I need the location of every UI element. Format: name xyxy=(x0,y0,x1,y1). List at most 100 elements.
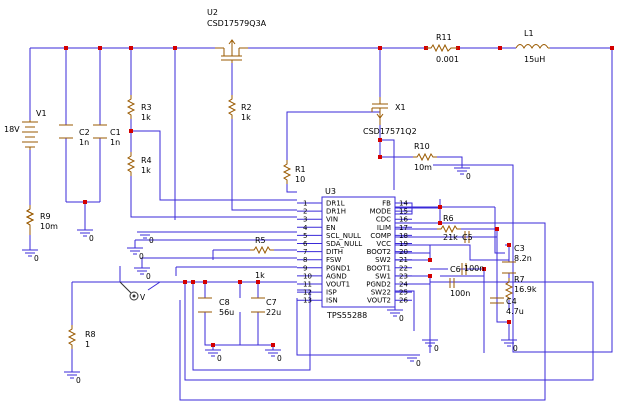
c3-capacitor[interactable] xyxy=(502,261,516,274)
chip-pin-number: 20 xyxy=(399,248,408,256)
l1-ref: L1 xyxy=(524,29,534,38)
chip-pin-name: SDA_NULL xyxy=(326,240,362,248)
r5-resistor[interactable] xyxy=(250,245,274,255)
c8-capacitor[interactable] xyxy=(198,297,212,313)
r11-resistor[interactable] xyxy=(426,43,458,53)
r11-ref: R11 xyxy=(436,33,452,42)
wires xyxy=(29,47,613,401)
chip-pin-name: FB xyxy=(382,200,391,208)
r10-ref: R10 xyxy=(414,142,430,151)
chip-pin-name: COMP xyxy=(370,232,391,240)
c2-ref: C2 xyxy=(79,128,90,137)
chip-pin-number: 18 xyxy=(399,232,408,240)
chip-pin-number: 11 xyxy=(303,281,312,289)
chip-pin-number: 5 xyxy=(303,232,307,240)
r6-ref: R6 xyxy=(443,214,454,223)
svg-text:0: 0 xyxy=(149,236,154,245)
chip-pin-name: BOOT2 xyxy=(367,248,391,256)
u3-chip[interactable] xyxy=(321,196,396,308)
c6-capacitor[interactable] xyxy=(449,278,455,288)
svg-text:0: 0 xyxy=(399,314,404,323)
r5-ref: R5 xyxy=(255,236,266,245)
r2-resistor[interactable] xyxy=(227,95,237,119)
v1-value: 18V xyxy=(4,125,20,134)
r3-resistor[interactable] xyxy=(126,95,136,119)
r8-resistor[interactable] xyxy=(67,325,77,349)
svg-text:0: 0 xyxy=(89,234,94,243)
u2-value: CSD17579Q3A xyxy=(207,19,267,28)
r9-ref: R9 xyxy=(40,212,51,221)
chip-pin-boot2: 20 BOOT2 xyxy=(367,248,412,256)
svg-text:0: 0 xyxy=(513,344,518,353)
c4-capacitor[interactable] xyxy=(490,297,504,304)
boot-capacitor[interactable] xyxy=(461,263,467,275)
chip-pin-number: 24 xyxy=(399,281,408,289)
svg-text:0: 0 xyxy=(139,252,144,261)
chip-pin-number: 9 xyxy=(303,264,307,272)
c7-capacitor[interactable] xyxy=(251,297,265,313)
r10-value: 10m xyxy=(414,163,432,172)
chip-pin-number: 7 xyxy=(303,248,307,256)
chip-pin-name: VOUT1 xyxy=(326,281,350,289)
chip-pin-number: 21 xyxy=(399,256,408,264)
svg-text:0: 0 xyxy=(217,354,222,363)
svg-text:0: 0 xyxy=(76,376,81,385)
u3-ref: U3 xyxy=(325,187,336,196)
u2-ref: U2 xyxy=(207,8,218,17)
r4-resistor[interactable] xyxy=(126,152,136,176)
u2-mosfet[interactable] xyxy=(215,39,248,63)
chip-pin-name: SW2 xyxy=(375,256,391,264)
chip-pin-number: 17 xyxy=(399,224,408,232)
r1-value: 10 xyxy=(295,175,305,184)
l1-inductor[interactable] xyxy=(515,44,550,50)
r7-resistor[interactable] xyxy=(504,278,514,300)
r1-resistor[interactable] xyxy=(282,160,292,184)
chip-pin-name: ISN xyxy=(326,297,338,305)
c2-value: 1n xyxy=(79,138,89,147)
chip-pin-name: DITH xyxy=(326,248,343,256)
x1-mosfet[interactable] xyxy=(371,97,388,125)
chip-pin-name: SW22 xyxy=(371,289,391,297)
chip-pin-number: 2 xyxy=(303,208,307,216)
chip-pin-name: EN xyxy=(326,224,336,232)
c5-capacitor[interactable] xyxy=(464,231,470,243)
voltage-probe-icon[interactable] xyxy=(119,281,139,301)
c2-capacitor[interactable] xyxy=(59,124,73,139)
r9-value: 10m xyxy=(40,222,58,231)
chip-right-pins: 14FB15MODE16CDC17ILIM18COMP19VCC20BOOT22… xyxy=(366,200,412,305)
svg-text:0: 0 xyxy=(416,359,421,368)
r6-resistor[interactable] xyxy=(437,224,461,234)
chip-pin-number: 15 xyxy=(399,208,408,216)
c7-ref: C7 xyxy=(266,298,277,307)
c5-ref: C5 xyxy=(462,233,473,242)
v1-source[interactable] xyxy=(22,120,38,150)
boot-capacitor-value: 100n xyxy=(464,264,484,273)
chip-pin-name: SW1 xyxy=(375,272,391,280)
svg-text:0: 0 xyxy=(34,254,39,263)
c1-capacitor[interactable] xyxy=(93,124,107,139)
chip-pin-number: 13 xyxy=(303,297,312,305)
chip-pin-name: ISP xyxy=(326,289,337,297)
r4-ref: R4 xyxy=(141,156,152,165)
chip-pin-number: 23 xyxy=(399,272,408,280)
r10-resistor[interactable] xyxy=(413,152,437,162)
chip-pin-sw2: 21 SW2 xyxy=(375,256,412,264)
chip-pin-name: FSW xyxy=(326,256,341,264)
r7-value: 16.9k xyxy=(514,285,537,294)
r5-value: 1k xyxy=(255,271,265,280)
chip-pin-number: 3 xyxy=(303,216,307,224)
chip-pin-number: 14 xyxy=(399,200,408,208)
c8-ref: C8 xyxy=(219,298,230,307)
chip-pin-vout1: 11 VOUT1 xyxy=(297,281,350,289)
chip-pin-number: 26 xyxy=(399,297,408,305)
r2-ref: R2 xyxy=(241,103,252,112)
